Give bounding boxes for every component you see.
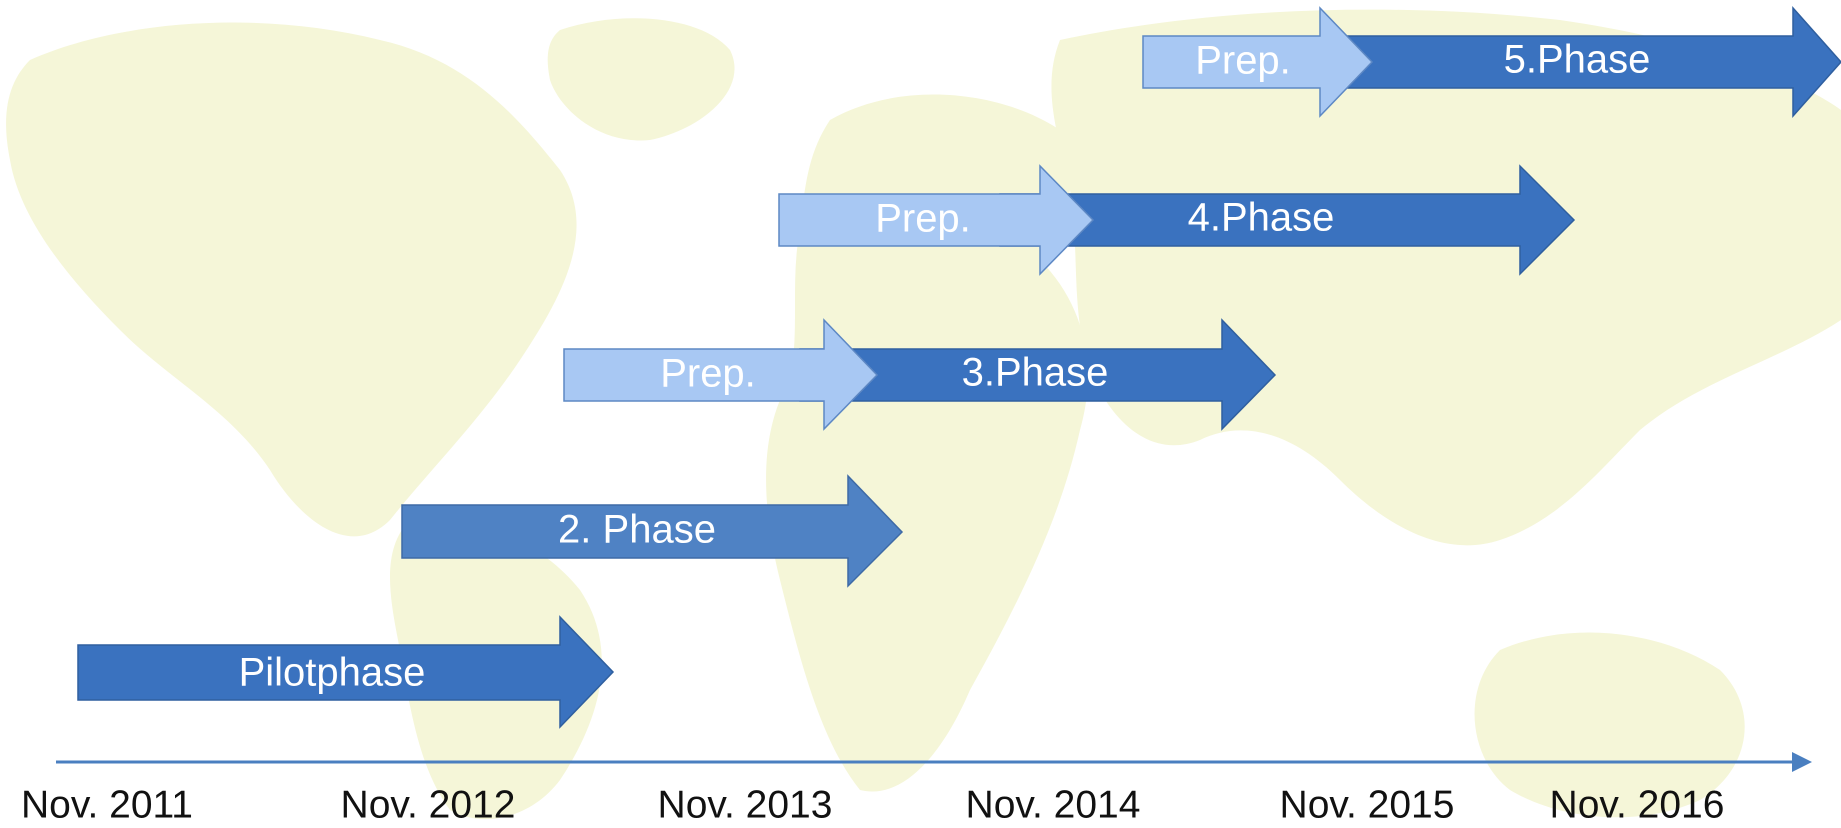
timeline-axis-arrowhead bbox=[1792, 752, 1812, 772]
phase-4-prep-arrow: Prep. bbox=[778, 164, 1095, 276]
phase-3-prep-arrow-shape bbox=[563, 318, 879, 431]
pilotphase-label: Pilotphase bbox=[239, 651, 426, 695]
world-map-background bbox=[6, 9, 1841, 820]
phase-4-prep-arrow-shape bbox=[778, 164, 1095, 276]
phase-5-label: 5.Phase bbox=[1504, 38, 1651, 82]
date-label-2011: Nov. 2011 bbox=[21, 783, 193, 826]
australia-shape bbox=[1474, 632, 1745, 818]
phase-5-prep-arrow-shape bbox=[1142, 6, 1374, 118]
phase-4-arrow-shape bbox=[999, 164, 1576, 276]
asia-shape bbox=[1051, 9, 1841, 546]
phase-2-arrow-shape bbox=[401, 474, 904, 588]
phase-4-prep-label: Prep. bbox=[875, 197, 971, 241]
phase-3-arrow-shape bbox=[799, 318, 1277, 431]
phase-4-arrow: 4.Phase bbox=[999, 164, 1576, 276]
pilotphase-arrow: Pilotphase bbox=[77, 615, 615, 729]
timeline-axis bbox=[56, 752, 1812, 772]
north-america-shape bbox=[6, 22, 577, 537]
phase-3-prep-label: Prep. bbox=[660, 352, 756, 396]
greenland-shape bbox=[547, 18, 735, 141]
phase-5-prep-label: Prep. bbox=[1195, 39, 1291, 83]
date-label-2016: Nov. 2016 bbox=[1550, 783, 1725, 826]
phase-2-arrow: 2. Phase bbox=[401, 474, 904, 588]
phase-2-label: 2. Phase bbox=[558, 508, 716, 552]
phase-5-arrow-shape bbox=[1329, 6, 1841, 118]
pilotphase-arrow-shape bbox=[77, 615, 615, 729]
phase-3-label: 3.Phase bbox=[962, 351, 1109, 395]
phase-5-prep-arrow: Prep. bbox=[1142, 6, 1374, 118]
date-label-2013: Nov. 2013 bbox=[658, 783, 833, 826]
date-label-2014: Nov. 2014 bbox=[966, 783, 1141, 826]
phase-4-label: 4.Phase bbox=[1188, 196, 1335, 240]
phase-5-arrow: 5.Phase bbox=[1329, 6, 1841, 118]
date-label-2015: Nov. 2015 bbox=[1280, 783, 1455, 826]
date-label-2012: Nov. 2012 bbox=[341, 783, 516, 826]
timeline-date-labels: Nov. 2011 Nov. 2012 Nov. 2013 Nov. 2014 … bbox=[21, 783, 1724, 826]
phase-3-arrow: 3.Phase bbox=[799, 318, 1277, 431]
phase-3-prep-arrow: Prep. bbox=[563, 318, 879, 431]
europe-africa-shape bbox=[766, 94, 1088, 792]
